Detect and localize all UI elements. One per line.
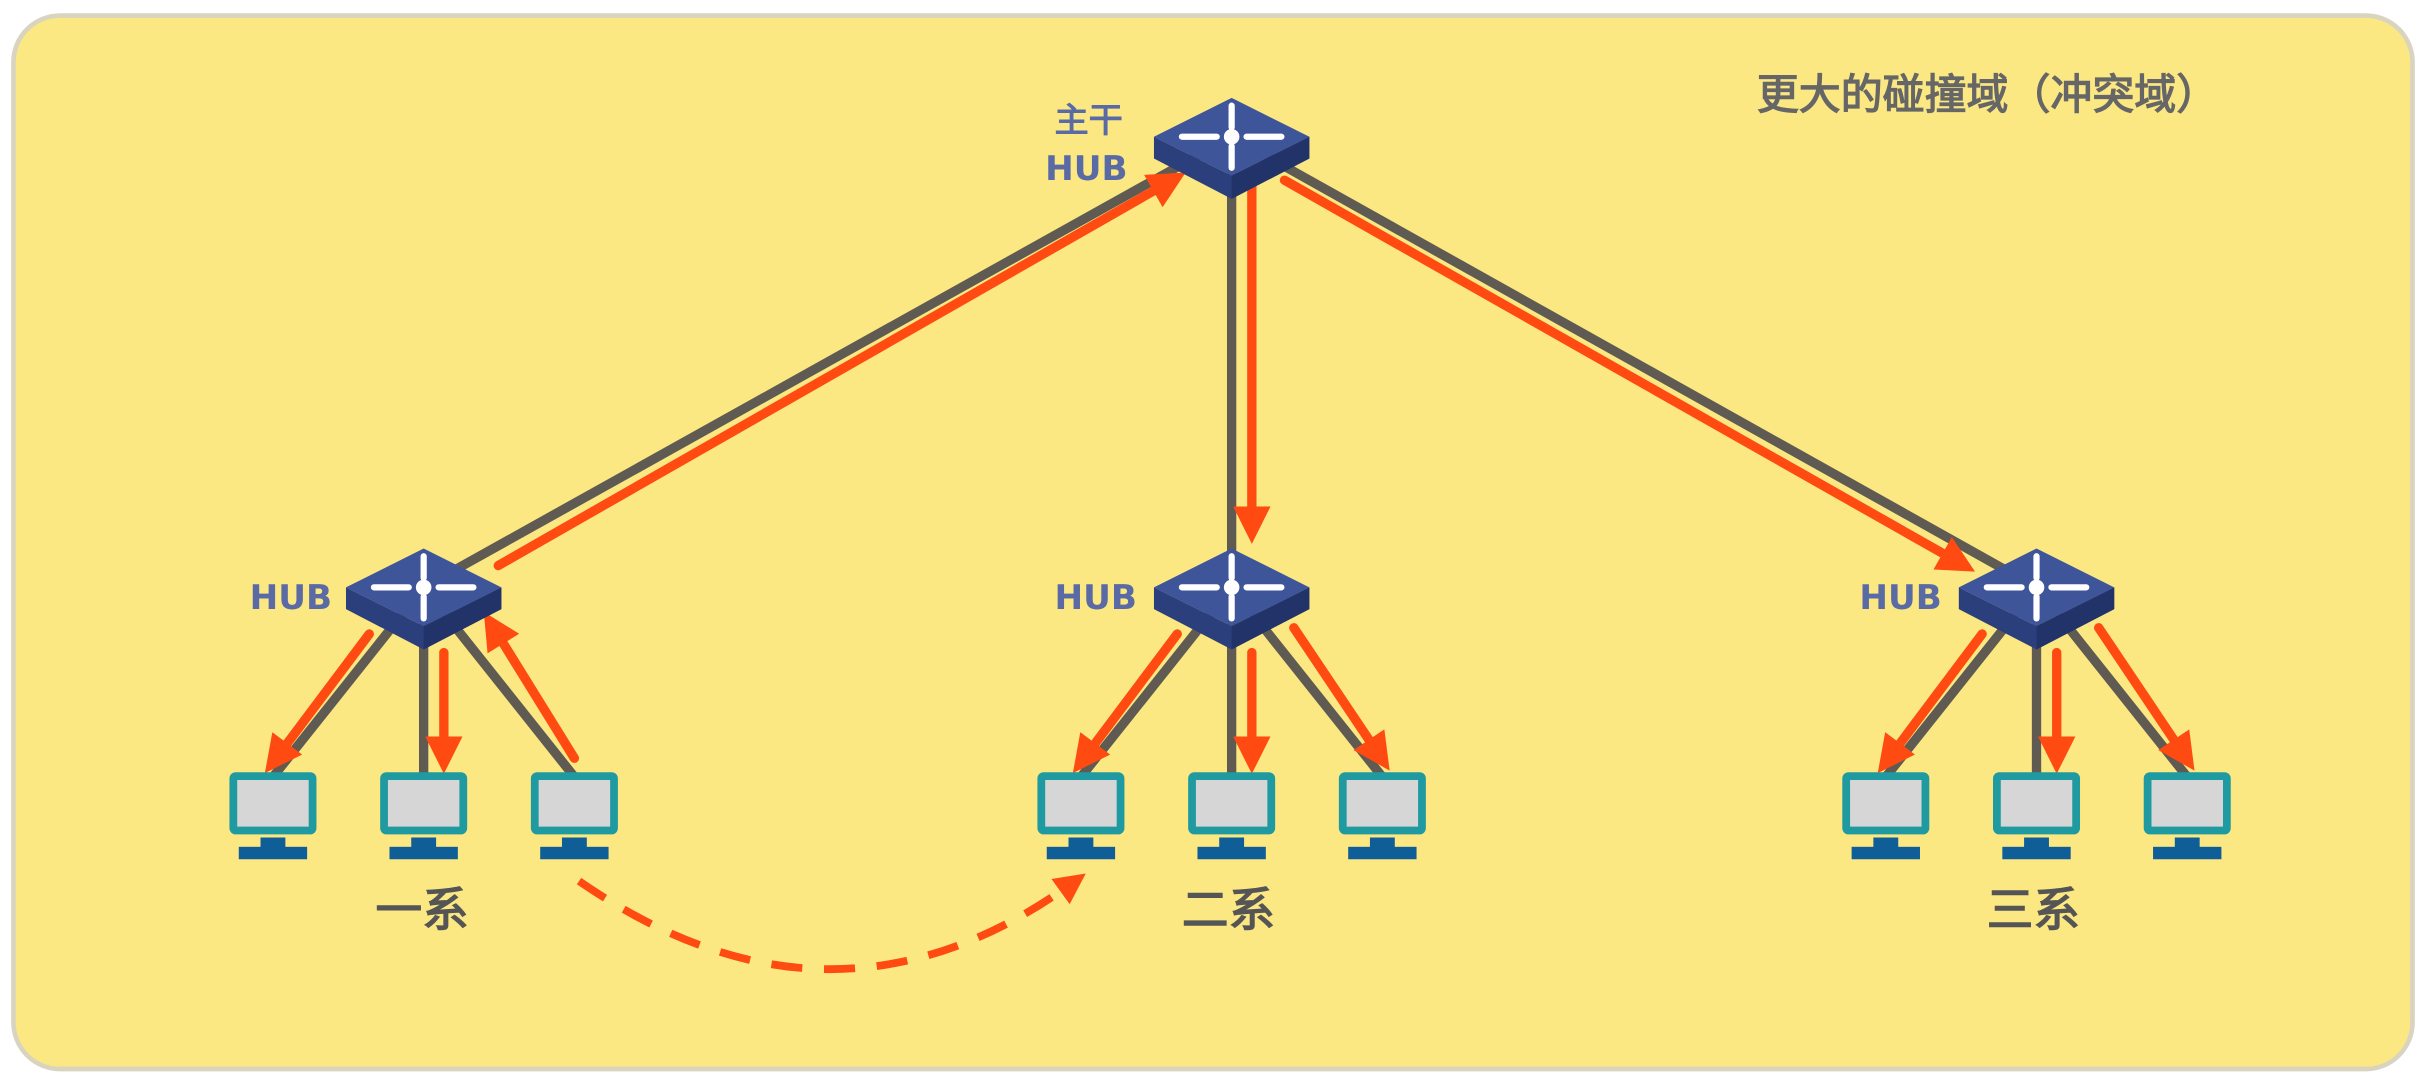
monitor-screen: [1850, 780, 1922, 827]
monitor-base: [1046, 846, 1116, 860]
monitor-screen: [237, 780, 309, 827]
signal-arrow: [493, 172, 1186, 571]
monitor-neck: [1873, 837, 1899, 849]
computer-icon: [2143, 772, 2231, 860]
signal-arrow: [264, 629, 374, 774]
monitor-screen: [1045, 780, 1117, 827]
monitor-base: [389, 846, 458, 860]
monitor-neck: [1068, 837, 1094, 849]
computer-icon: [530, 772, 618, 860]
hub-icon: [345, 548, 502, 650]
dashed-transfer-arrow: [576, 873, 1086, 974]
monitor-screen: [387, 780, 460, 827]
monitor-screen: [2151, 780, 2223, 827]
computer-icon: [1993, 772, 2081, 860]
monitor-neck: [1369, 837, 1395, 849]
monitor-neck: [2024, 837, 2049, 849]
computer-icon: [1338, 772, 1426, 860]
monitor-neck: [411, 837, 437, 849]
hub-side-dark: [2036, 587, 2115, 650]
signal-arrows: [264, 172, 2195, 774]
computer-icon: [380, 772, 468, 860]
monitor-screen: [1195, 780, 1268, 827]
monitor-screen: [1346, 780, 1419, 827]
nodes: [229, 97, 2231, 860]
hub-center-dot: [2028, 579, 2045, 596]
hub-center-dot: [415, 579, 432, 596]
monitor-neck: [260, 837, 286, 849]
backbone-cable: [1226, 132, 2042, 592]
hub-side-dark: [423, 587, 502, 650]
monitor-neck: [561, 837, 587, 849]
hub-label-3: HUB: [1859, 578, 1941, 618]
hub-side-dark: [1231, 136, 1310, 199]
signal-arrow: [1279, 175, 1976, 572]
computer-icon: [1037, 772, 1125, 860]
monitor-base: [540, 846, 609, 860]
computer-icon: [1842, 772, 1930, 860]
signal-arrow: [1289, 623, 1390, 771]
backbone-cable: [419, 132, 1237, 592]
hub-label-2: HUB: [1055, 578, 1137, 618]
monitor-base: [2153, 846, 2222, 860]
monitor-base: [2002, 846, 2071, 860]
monitor-base: [1348, 846, 1417, 860]
signal-arrow: [2094, 623, 2195, 771]
signal-arrow: [1877, 629, 1987, 774]
group-label-1: 一系: [376, 883, 469, 937]
monitor-base: [1197, 846, 1266, 860]
backbone-hub-label-line1: 主干: [1055, 101, 1123, 141]
monitor-base: [238, 846, 308, 860]
hub-icon: [1153, 548, 1310, 650]
group-label-3: 三系: [1987, 883, 2080, 937]
hub-center-dot: [1223, 128, 1240, 145]
computer-icon: [1188, 772, 1276, 860]
monitor-base: [1851, 846, 1920, 860]
monitor-screen: [2000, 780, 2073, 827]
computer-icon: [229, 772, 317, 860]
backbone-hub-label-line2: HUB: [1045, 149, 1127, 189]
signal-arrow: [1072, 629, 1182, 774]
hub-icon: [1958, 548, 2115, 650]
hub-center-dot: [1223, 579, 1240, 596]
monitor-neck: [1219, 837, 1245, 849]
monitor-screen: [538, 780, 611, 827]
signal-arrow: [483, 611, 580, 763]
hub-side-dark: [1231, 587, 1310, 650]
hub-label-1: HUB: [250, 578, 332, 618]
group-label-2: 二系: [1182, 883, 1275, 937]
diagram-title: 更大的碰撞域（冲突域）: [1757, 70, 2218, 119]
monitor-neck: [2174, 837, 2200, 849]
